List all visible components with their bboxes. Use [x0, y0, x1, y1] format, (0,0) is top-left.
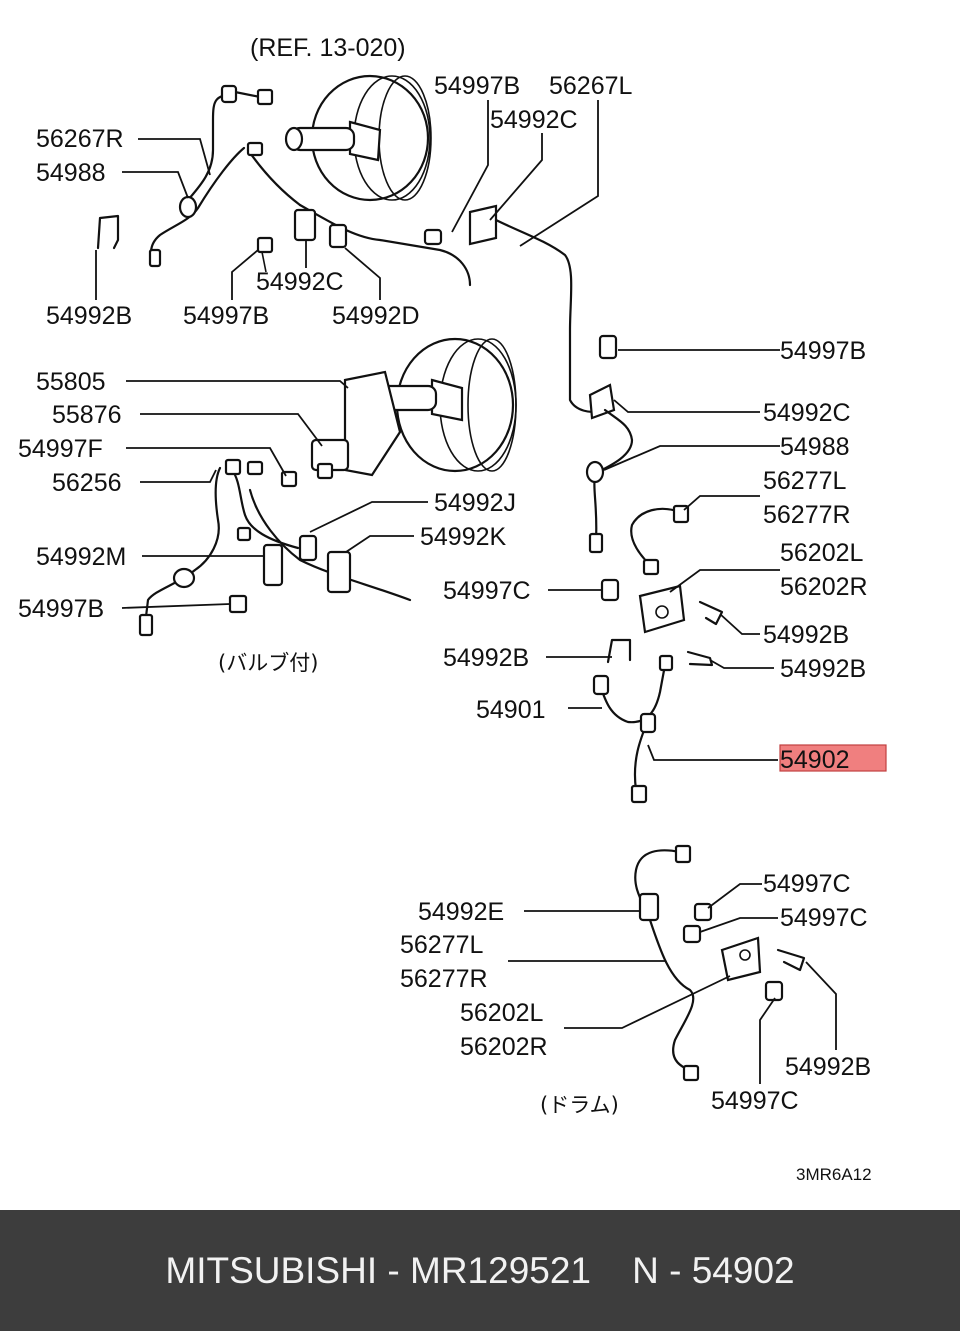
label-56202L-b: 56202L: [460, 999, 544, 1027]
label-54997F: 54997F: [18, 435, 103, 463]
label-54997B-top: 54997B: [434, 72, 520, 100]
label-56256: 56256: [52, 469, 122, 497]
label-54992E: 54992E: [418, 898, 504, 926]
brake-lines-right: [585, 334, 724, 804]
label-54997C-b1: 54997C: [763, 870, 851, 898]
brake-booster-top: [284, 74, 432, 202]
label-56202L: 56202L: [780, 539, 864, 567]
label-54997C-mid: 54997C: [443, 577, 531, 605]
label-54992C-top: 54992C: [490, 106, 578, 134]
brake-hoses-top: [96, 84, 607, 414]
highlight-54902: [779, 744, 887, 772]
part-number-footer: MITSUBISHI - MR129521 N - 54902: [0, 1210, 960, 1331]
label-54988-b: 54988: [780, 433, 850, 461]
label-54901: 54901: [476, 696, 546, 724]
label-54992B-b: 54992B: [785, 1053, 871, 1081]
label-54997C-b3: 54997C: [711, 1087, 799, 1115]
label-54992M: 54992M: [36, 543, 126, 571]
note-valve: (バルブ付): [218, 651, 318, 675]
diagram-code: 3MR6A12: [796, 1165, 872, 1184]
label-54997B-right: 54997B: [780, 337, 866, 365]
note-drum: (ドラム): [540, 1093, 619, 1117]
label-54992D: 54992D: [332, 302, 420, 330]
label-56277L-b: 56277L: [400, 931, 484, 959]
label-54992C-a: 54992C: [256, 268, 344, 296]
parts-diagram: (REF. 13-020) 54997B 56267L 54992C 56267…: [18, 34, 887, 1184]
label-56277R: 56277R: [763, 501, 851, 529]
label-54988-a: 54988: [36, 159, 106, 187]
label-56202R-b: 56202R: [460, 1033, 548, 1061]
label-54992C-right: 54992C: [763, 399, 851, 427]
label-54992J: 54992J: [434, 489, 516, 517]
label-56277R-b: 56277R: [400, 965, 488, 993]
footer-text: MITSUBISHI - MR129521 N - 54902: [165, 1249, 795, 1291]
label-56267L: 56267L: [549, 72, 633, 100]
label-54997B-a: 54997B: [183, 302, 269, 330]
brake-hoses-middle: [138, 458, 412, 637]
label-56267R: 56267R: [36, 125, 124, 153]
label-55876: 55876: [52, 401, 122, 429]
leader-lines: [95, 100, 837, 1084]
label-54992B-mid2: 54992B: [443, 644, 529, 672]
label-54992B-mid3: 54992B: [780, 655, 866, 683]
label-54992K: 54992K: [420, 523, 507, 551]
diagram-canvas: (REF. 13-020) 54997B 56267L 54992C 56267…: [18, 34, 887, 1184]
label-55805: 55805: [36, 368, 106, 396]
brake-booster-middle: [280, 337, 517, 488]
ref-note: (REF. 13-020): [250, 34, 406, 62]
label-54992B-mid1: 54992B: [763, 621, 849, 649]
label-56202R: 56202R: [780, 573, 868, 601]
drum-section: [634, 844, 806, 1082]
label-54992B-a: 54992B: [46, 302, 132, 330]
label-54997C-b2: 54997C: [780, 904, 868, 932]
label-54902: 54902: [780, 746, 850, 774]
label-54997B-left: 54997B: [18, 595, 104, 623]
label-56277L: 56277L: [763, 467, 847, 495]
